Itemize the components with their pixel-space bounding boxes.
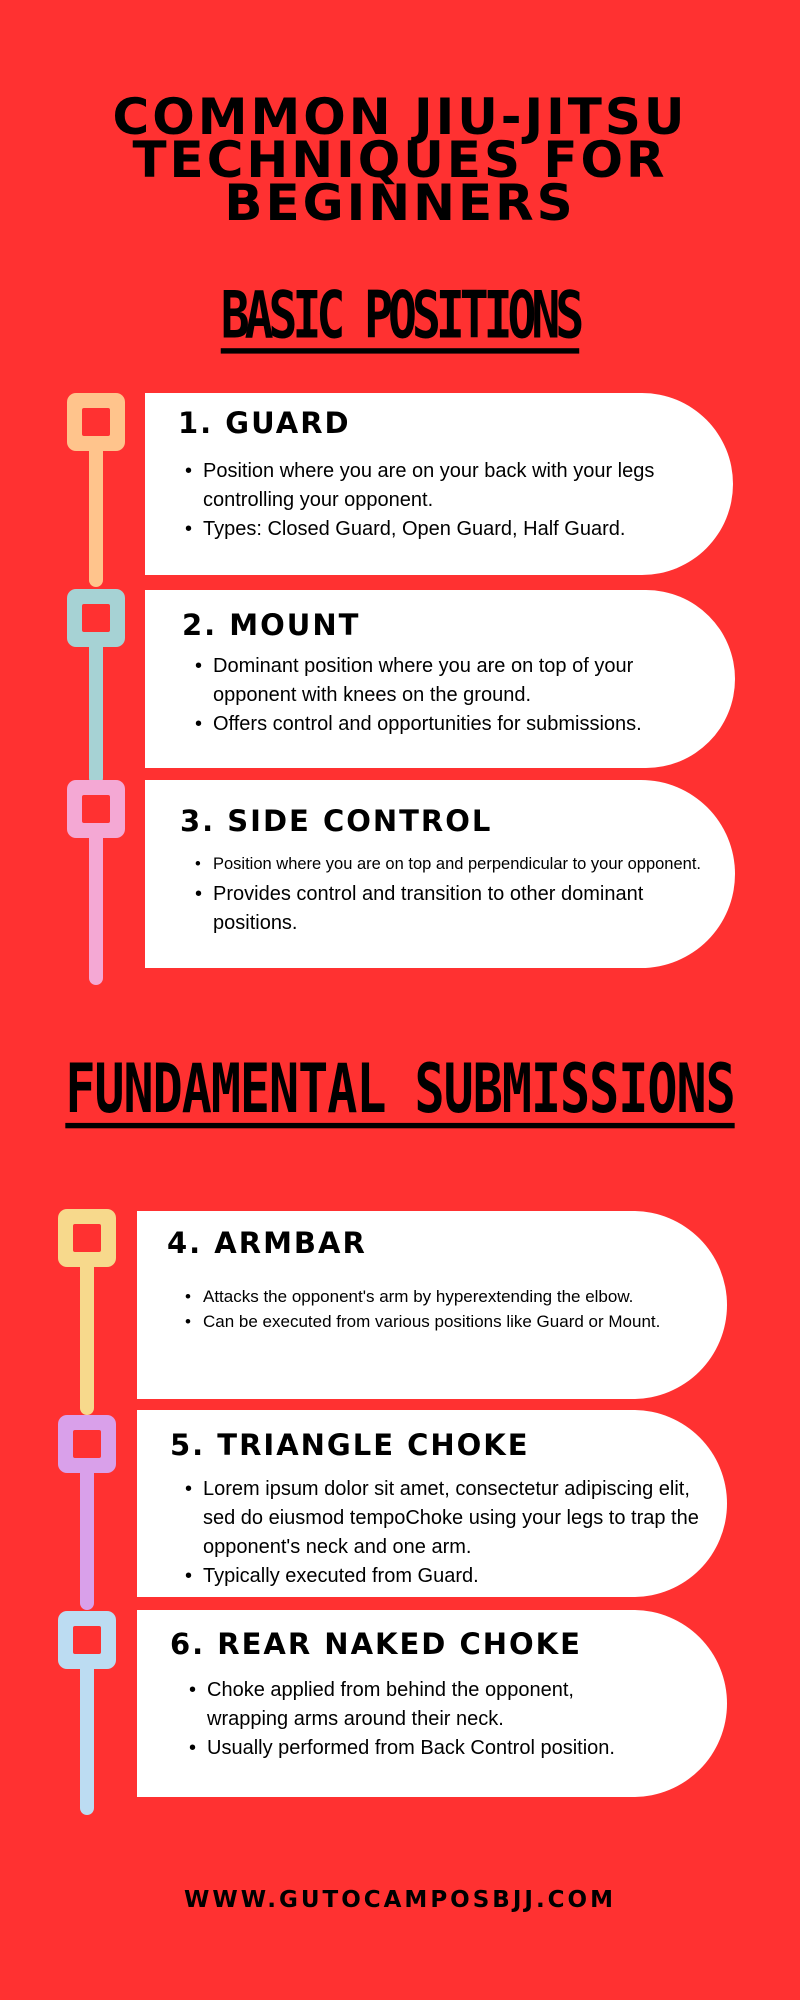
card-bullet: Usually performed from Back Control posi… <box>189 1734 639 1763</box>
timeline-line-5 <box>80 1440 94 1610</box>
card-guard: 1. GUARD Position where you are on your … <box>145 393 733 575</box>
card-bullet-list: Position where you are on your back with… <box>185 457 685 544</box>
timeline-line-1 <box>89 415 103 587</box>
card-rear-naked-choke: 6. REAR NAKED CHOKE Choke applied from b… <box>137 1610 727 1797</box>
card-side-control: 3. SIDE CONTROL Position where you are o… <box>145 780 735 968</box>
card-triangle-choke: 5. TRIANGLE CHOKE Lorem ipsum dolor sit … <box>137 1410 727 1597</box>
section-title-fundamental-submissions: FUNDAMENTAL SUBMISSIONS <box>65 1050 735 1129</box>
timeline-node-icon-1 <box>67 393 125 451</box>
main-title: COMMON JIU-JITSU TECHNIQUES FOR BEGINNER… <box>112 88 688 232</box>
card-bullet: Typically executed from Guard. <box>185 1562 715 1591</box>
card-bullet: Types: Closed Guard, Open Guard, Half Gu… <box>185 515 685 544</box>
card-bullet: Lorem ipsum dolor sit amet, consectetur … <box>185 1475 715 1562</box>
card-title: 4. ARMBAR <box>167 1226 367 1260</box>
timeline-line-6 <box>80 1640 94 1815</box>
timeline-node-icon-5 <box>58 1415 116 1473</box>
timeline-line-3 <box>89 805 103 985</box>
card-title: 6. REAR NAKED CHOKE <box>170 1627 582 1661</box>
timeline-node-icon-6 <box>58 1611 116 1669</box>
timeline-line-2 <box>89 615 103 785</box>
card-title: 5. TRIANGLE CHOKE <box>170 1428 530 1462</box>
section-title-basic-positions: BASIC POSITIONS <box>220 278 584 354</box>
card-bullet: Offers control and opportunities for sub… <box>195 710 665 739</box>
timeline-node-icon-3 <box>67 780 125 838</box>
card-bullet-list: Dominant position where you are on top o… <box>195 652 665 739</box>
card-title: 3. SIDE CONTROL <box>180 804 493 838</box>
timeline-node-icon-2 <box>67 589 125 647</box>
card-bullet: Provides control and transition to other… <box>195 880 705 938</box>
card-title: 2. MOUNT <box>182 608 361 642</box>
timeline-node-icon-4 <box>58 1209 116 1267</box>
card-mount: 2. MOUNT Dominant position where you are… <box>145 590 735 768</box>
card-bullet-list: Attacks the opponent's arm by hyperexten… <box>185 1284 665 1334</box>
card-bullet-list: Lorem ipsum dolor sit amet, consectetur … <box>185 1475 715 1591</box>
card-bullet: Position where you are on top and perpen… <box>195 852 705 876</box>
card-bullet: Choke applied from behind the opponent, … <box>189 1676 639 1734</box>
footer-url: WWW.GUTOCAMPOSBJJ.COM <box>183 1887 616 1913</box>
timeline-line-4 <box>80 1245 94 1415</box>
card-bullet-list: Position where you are on top and perpen… <box>195 852 705 938</box>
card-bullet: Attacks the opponent's arm by hyperexten… <box>185 1284 665 1309</box>
card-bullet-list: Choke applied from behind the opponent, … <box>189 1676 639 1763</box>
card-bullet: Can be executed from various positions l… <box>185 1309 665 1334</box>
card-bullet: Dominant position where you are on top o… <box>195 652 665 710</box>
card-armbar: 4. ARMBAR Attacks the opponent's arm by … <box>137 1211 727 1399</box>
card-bullet: Position where you are on your back with… <box>185 457 685 515</box>
card-title: 1. GUARD <box>178 406 351 440</box>
